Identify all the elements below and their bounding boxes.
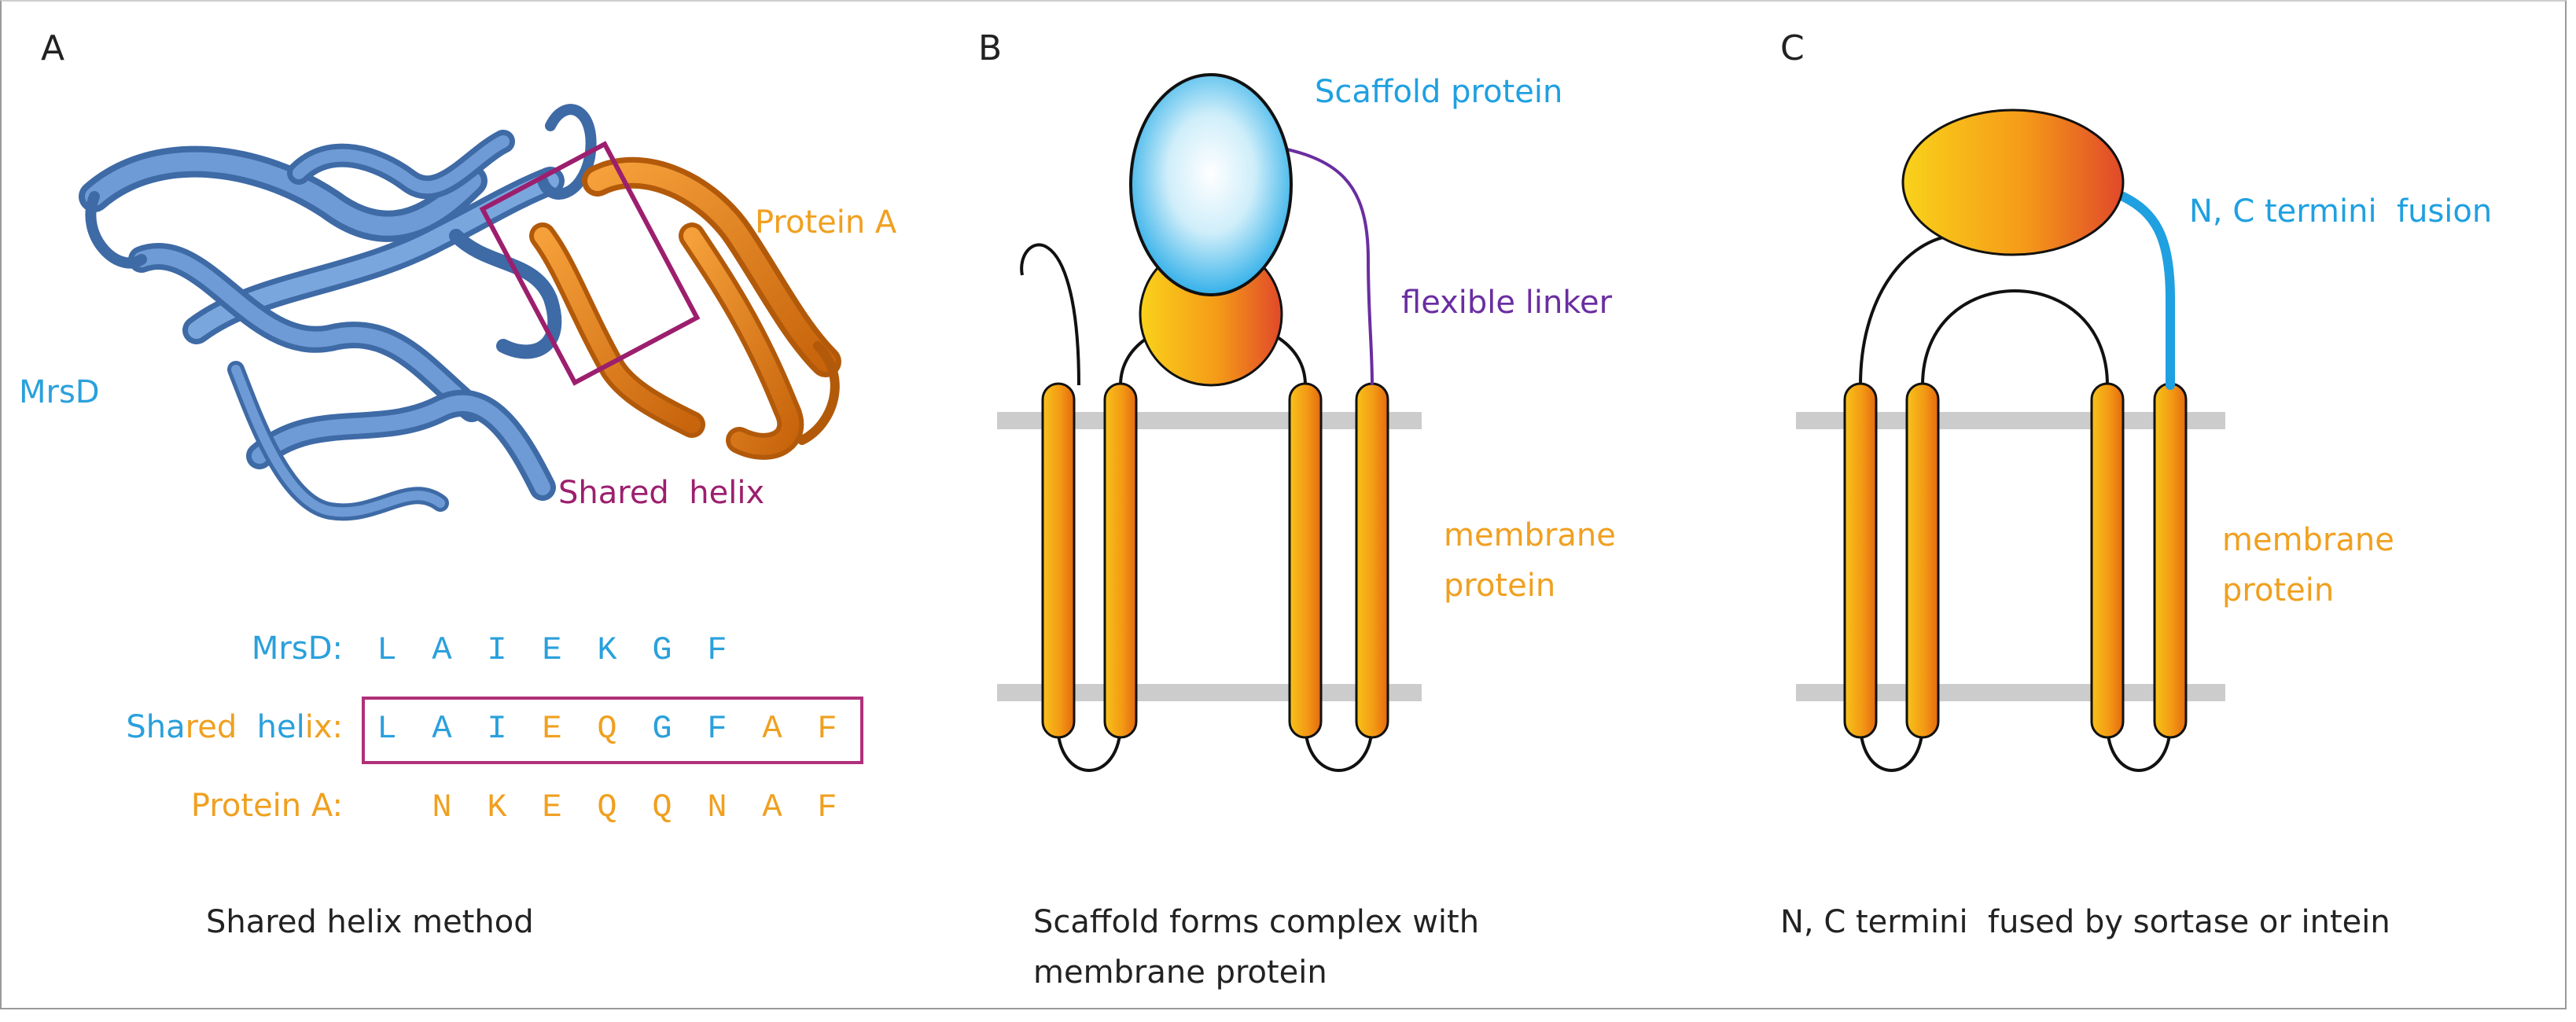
residue-mrsd-7: F xyxy=(707,631,727,669)
residue-mrsd-4: E xyxy=(542,631,561,669)
n-terminus-tail xyxy=(1020,243,1080,386)
protein-a-ribbon-structure xyxy=(529,156,841,460)
label-membrane-c-2: protein xyxy=(2222,572,2334,608)
seq-label-mrsd: MrsD: xyxy=(252,630,343,667)
residue-shared-2: A xyxy=(432,710,452,748)
residue-mrsd-5: K xyxy=(597,631,617,669)
residue-shared-1: L xyxy=(377,710,396,748)
panel-c-caption: N, C termini fused by sortase or intein xyxy=(1780,904,2390,940)
panel-b-caption-line-2: membrane protein xyxy=(1033,954,1327,991)
label-membrane-b-1: membrane xyxy=(1444,517,1616,553)
panel-b-caption-line-1: Scaffold forms complex with xyxy=(1033,904,1479,940)
panel-a-caption: Shared helix method xyxy=(206,904,534,940)
tm-helix-3 xyxy=(1288,382,1323,739)
residue-shared-7: F xyxy=(707,710,727,748)
residue-mrsd-1: L xyxy=(377,631,396,669)
label-shared-helix: Shared helix xyxy=(558,475,764,511)
intracellular-loop-c-2 xyxy=(2106,722,2172,772)
shared-helix-box xyxy=(479,141,701,386)
residue-protein-a-5: Q xyxy=(652,789,672,826)
tm-helix-1 xyxy=(1041,382,1076,739)
intracellular-loop-2 xyxy=(1304,722,1374,772)
tm-helix-c-4 xyxy=(2153,382,2188,739)
panel-c-letter: C xyxy=(1780,28,1805,68)
residue-shared-3: I xyxy=(487,710,506,748)
residue-mrsd-2: A xyxy=(432,631,452,669)
residue-protein-a-4: Q xyxy=(597,789,616,826)
intracellular-loop-1 xyxy=(1056,722,1122,772)
residue-protein-a-7: A xyxy=(762,789,782,826)
mrsd-ribbon-structure xyxy=(79,104,597,521)
panel-a: A xyxy=(19,28,897,940)
residue-protein-a-6: N xyxy=(707,789,727,826)
intracellular-loop-c-1 xyxy=(1859,722,1924,772)
residue-shared-6: G xyxy=(652,710,672,748)
extracellular-loop-c xyxy=(1921,289,2109,386)
termini-fusion-linker xyxy=(2118,192,2175,390)
residue-shared-4: E xyxy=(542,710,561,748)
label-mrsd: MrsD xyxy=(19,374,100,410)
tm-helix-2 xyxy=(1103,382,1138,739)
residue-protein-a-1: N xyxy=(432,789,451,826)
residue-shared-8: A xyxy=(762,710,782,748)
panel-b-letter: B xyxy=(978,28,1002,68)
residue-mrsd-3: I xyxy=(487,631,506,669)
flexible-linker xyxy=(1267,144,1374,386)
residue-shared-9: F xyxy=(817,710,837,748)
label-scaffold-protein: Scaffold protein xyxy=(1315,74,1562,110)
scaffold-protein-ellipse xyxy=(1129,73,1293,296)
residue-mrsd-6: G xyxy=(652,631,672,669)
residue-protein-a-8: F xyxy=(817,789,837,826)
label-fusion: N, C termini fusion xyxy=(2189,193,2492,230)
tm-helix-c-2 xyxy=(1905,382,1940,739)
tm-helix-c-1 xyxy=(1843,382,1878,739)
label-membrane-c-1: membrane xyxy=(2222,522,2394,558)
tm-helix-4 xyxy=(1355,382,1389,739)
residue-protein-a-3: E xyxy=(542,789,561,826)
panel-b: B Scaffold protein flexible linker membr… xyxy=(978,28,1616,991)
panel-a-letter: A xyxy=(41,28,64,68)
shared-helix-sequence-box xyxy=(362,697,863,764)
residue-protein-a-2: K xyxy=(487,789,507,826)
label-membrane-b-2: protein xyxy=(1444,568,1555,604)
membrane-protein-loops-c xyxy=(1859,234,2172,772)
tm-helix-c-3 xyxy=(2090,382,2125,739)
residue-shared-5: Q xyxy=(597,710,616,748)
panel-c: C N, C termini fusion membrane protein N… xyxy=(1780,28,2492,940)
fused-globular-domain xyxy=(1901,108,2125,256)
seq-label-shared: Shared helix: xyxy=(126,709,343,745)
n-terminus-arc xyxy=(1859,234,1951,386)
label-protein-a: Protein A xyxy=(755,204,897,241)
seq-label-protein-a: Protein A: xyxy=(191,788,343,824)
label-flexible-linker: flexible linker xyxy=(1401,285,1613,321)
